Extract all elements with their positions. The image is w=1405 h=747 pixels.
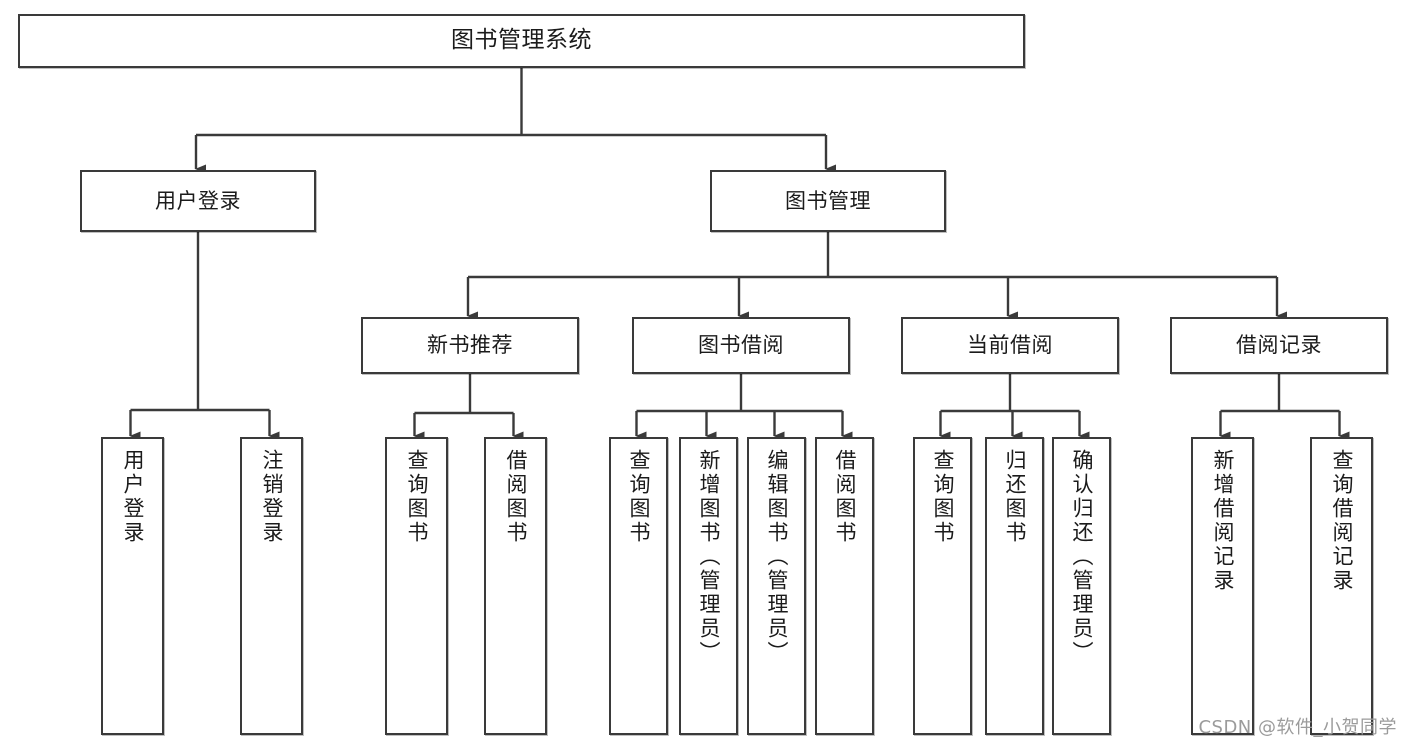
node-label: 新增借阅记录 xyxy=(1211,449,1235,593)
node-l2-record[interactable]: 借阅记录 xyxy=(1170,317,1388,374)
node-lf-rec-1[interactable]: 新增借阅记录 xyxy=(1191,437,1254,735)
node-label: 查询借阅记录 xyxy=(1330,449,1354,593)
node-lf-rec-2[interactable]: 查询借阅记录 xyxy=(1310,437,1373,735)
node-label: 新增图书（管理员） xyxy=(697,449,721,665)
node-label: 查询图书 xyxy=(931,449,955,545)
node-label: 借阅记录 xyxy=(1236,333,1322,358)
node-label: 查询图书 xyxy=(627,449,651,545)
node-lf-cur-3[interactable]: 确认归还（管理员） xyxy=(1052,437,1111,735)
node-lf-bor-2[interactable]: 新增图书（管理员） xyxy=(679,437,738,735)
node-label: 当前借阅 xyxy=(967,333,1053,358)
node-label: 确认归还（管理员） xyxy=(1070,449,1094,665)
node-label: 用户登录 xyxy=(121,449,145,545)
tree-connectors xyxy=(129,68,1350,441)
node-lf-bor-4[interactable]: 借阅图书 xyxy=(815,437,874,735)
node-lf-new-2[interactable]: 借阅图书 xyxy=(484,437,547,735)
node-l1-books[interactable]: 图书管理 xyxy=(710,170,946,232)
node-label: 借阅图书 xyxy=(504,449,528,545)
node-l2-current[interactable]: 当前借阅 xyxy=(901,317,1119,374)
node-l1-login[interactable]: 用户登录 xyxy=(80,170,316,232)
node-lf-cur-1[interactable]: 查询图书 xyxy=(913,437,972,735)
node-lf-login-2[interactable]: 注销登录 xyxy=(240,437,303,735)
node-lf-new-1[interactable]: 查询图书 xyxy=(385,437,448,735)
node-l2-borrow[interactable]: 图书借阅 xyxy=(632,317,850,374)
node-label: 图书借阅 xyxy=(698,333,784,358)
node-label: 借阅图书 xyxy=(833,449,857,545)
node-label: 图书管理系统 xyxy=(451,27,592,54)
node-lf-login-1[interactable]: 用户登录 xyxy=(101,437,164,735)
watermark: CSDN @软件_小贺同学 xyxy=(1198,717,1397,738)
node-label: 编辑图书（管理员） xyxy=(765,449,789,665)
node-label: 归还图书 xyxy=(1003,449,1027,545)
node-label: 用户登录 xyxy=(155,188,241,213)
node-lf-bor-1[interactable]: 查询图书 xyxy=(609,437,668,735)
node-label: 新书推荐 xyxy=(427,333,513,358)
node-label: 图书管理 xyxy=(785,188,871,213)
node-root[interactable]: 图书管理系统 xyxy=(18,14,1025,68)
node-label: 查询图书 xyxy=(405,449,429,545)
node-l2-new[interactable]: 新书推荐 xyxy=(361,317,579,374)
node-label: 注销登录 xyxy=(260,449,284,545)
node-lf-cur-2[interactable]: 归还图书 xyxy=(985,437,1044,735)
node-lf-bor-3[interactable]: 编辑图书（管理员） xyxy=(747,437,806,735)
